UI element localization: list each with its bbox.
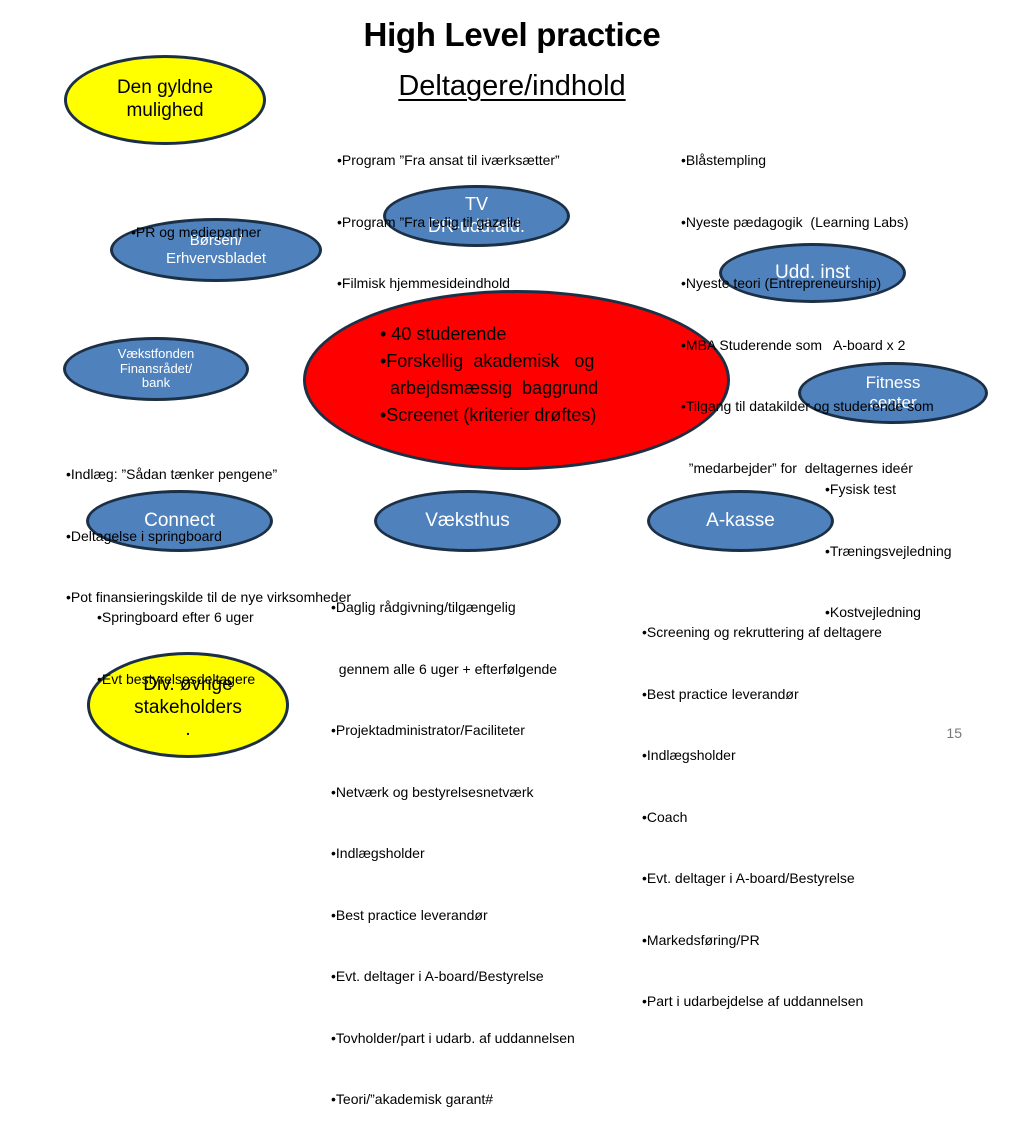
list-item: •PR og mediepartner [131,224,262,240]
list-item: •Tilgang til datakilder og studerende so… [681,398,934,414]
list-item: •Markedsføring/PR [642,931,760,948]
ellipse-line: A-kasse [706,509,775,531]
list-item: ”medarbejder” for deltagernes ideér [681,459,913,476]
ellipse-tv: TV DR-udd.afd. [383,185,570,247]
list-item: •Evt. deltager i A-board/Bestyrelse [642,870,855,886]
udd-list: •Blåstempling •Nyeste pædagogik (Learnin… [681,109,934,499]
list-item: •Nyeste teori (Entrepreneurship) [681,275,882,291]
tv-list: •Program ”Fra ansat til iværksætter” •Pr… [337,109,560,314]
list-item: •Træningsvejledning [825,542,952,559]
list-item: •MBA Studerende som A-board x 2 [681,336,906,353]
borsen-list: •PR og mediepartner [131,181,261,263]
ellipse-line: Fitness [865,372,921,392]
list-item: •Evt bestyrelsesdeltagere [97,670,256,687]
center-item: • 40 studerende [380,324,507,344]
ellipse-vaekstfonden: Vækstfonden Finansrådet/ bank [63,337,249,401]
ellipse-line: Børsen/ [189,232,243,249]
ellipse-borsen: Børsen/ Erhvervsbladet [110,218,322,282]
ellipse-line: bank [141,375,171,391]
ellipse-line: . [185,719,191,741]
list-item: •Evt. deltager i A-board/Bestyrelse [331,968,544,984]
ellipse-line: Vækstfonden [117,345,195,361]
list-item: •Indlægsholder [331,845,425,861]
list-item: •Filmisk hjemmesideindhold [337,275,510,291]
ellipse-line: Den gyldne [116,77,214,99]
list-item: •Blåstempling [681,152,767,168]
list-item: •Springboard efter 6 uger [97,609,254,625]
center-item: arbejdsmæssig baggrund [380,378,599,398]
ellipse-line: mulighed [126,100,204,121]
ellipse-line: Udd. inst [775,261,850,283]
center-item: •Screenet (kriterier drøftes) [380,405,597,425]
ellipse-div-ovrige-stakeholders: Div. øvrige stakeholders . [87,652,289,758]
list-item: gennem alle 6 uger + efterfølgende [331,660,558,677]
ellipse-fitness-center: Fitness center [798,362,988,424]
akasse-list: •Screening og rekruttering af deltagere … [642,581,882,1032]
list-item: •Deltagelse i springboard [66,527,222,544]
ellipse-line: center [869,393,917,412]
list-item: •Projektadministrator/Faciliteter [331,722,525,738]
fitness-list: •Fysisk test •Træningsvejledning •Kostve… [825,438,952,643]
ellipse-den-gyldne-mulighed: Den gyldne mulighed [64,55,266,145]
ellipse-line: TV [464,194,488,215]
ellipse-line: stakeholders [134,696,242,718]
list-item: •Tovholder/part i udarb. af uddannelsen [331,1029,575,1046]
list-item: •Indlægsholder [642,747,736,763]
list-item: •Fysisk test [825,481,897,497]
connect-list: •Springboard efter 6 uger •Evt bestyrels… [97,566,255,710]
list-item: •Daglig rådgivning/tilgængelig [331,599,516,615]
list-item: •Kostvejledning [825,604,921,620]
ellipse-line: Erhvervsbladet [165,250,267,267]
vaeksthus-list: •Daglig rådgivning/tilgængelig gennem al… [331,556,575,1130]
slide-title: High Level practice [363,16,661,53]
list-item: •Indlæg: ”Sådan tænker pengene” [66,466,278,482]
ellipse-line: Finansrådet/ [119,360,193,376]
list-item: •Program ”Fra ledig til gazelle [337,213,521,230]
subtitle-text: Deltagere/indhold [398,70,626,102]
center-ellipse: • 40 studerende •Forskellig akademisk og… [303,290,730,470]
list-item: •Netværk og bestyrelsesnetværk [331,783,534,800]
slide-subtitle: Deltagere/indhold [0,70,1024,103]
list-item: •Coach [642,808,688,825]
ellipse-connect: Connect [86,490,273,552]
list-item: •Best practice leverandør [642,685,799,702]
list-item: •Teori/”akademisk garant# [331,1091,494,1107]
list-item: •Part i udarbejdelse af uddannelsen [642,993,864,1009]
center-item: •Forskellig akademisk og [380,351,595,371]
list-item: •Pot finansieringskilde til de nye virks… [66,589,352,605]
ellipse-udd-inst: Udd. inst [719,243,906,303]
list-item: •Program ”Fra ansat til iværksætter” [337,152,560,168]
list-item: •Best practice leverandør [331,906,488,923]
center-list: • 40 studerende •Forskellig akademisk og… [380,321,598,429]
list-item: •Nyeste pædagogik (Learning Labs) [681,213,909,230]
vaekstfonden-list: •Indlæg: ”Sådan tænker pengene” •Deltage… [66,423,351,628]
ellipse-line: Connect [144,509,215,531]
ellipse-line: Væksthus [425,509,510,531]
ellipse-a-kasse: A-kasse [647,490,834,552]
page-number: 15 [946,725,962,741]
ellipse-line: Div. øvrige [143,673,233,695]
ellipse-vaeksthus: Væksthus [374,490,561,552]
ellipse-line: DR-udd.afd. [427,216,526,236]
list-item: •Screening og rekruttering af deltagere [642,624,882,640]
